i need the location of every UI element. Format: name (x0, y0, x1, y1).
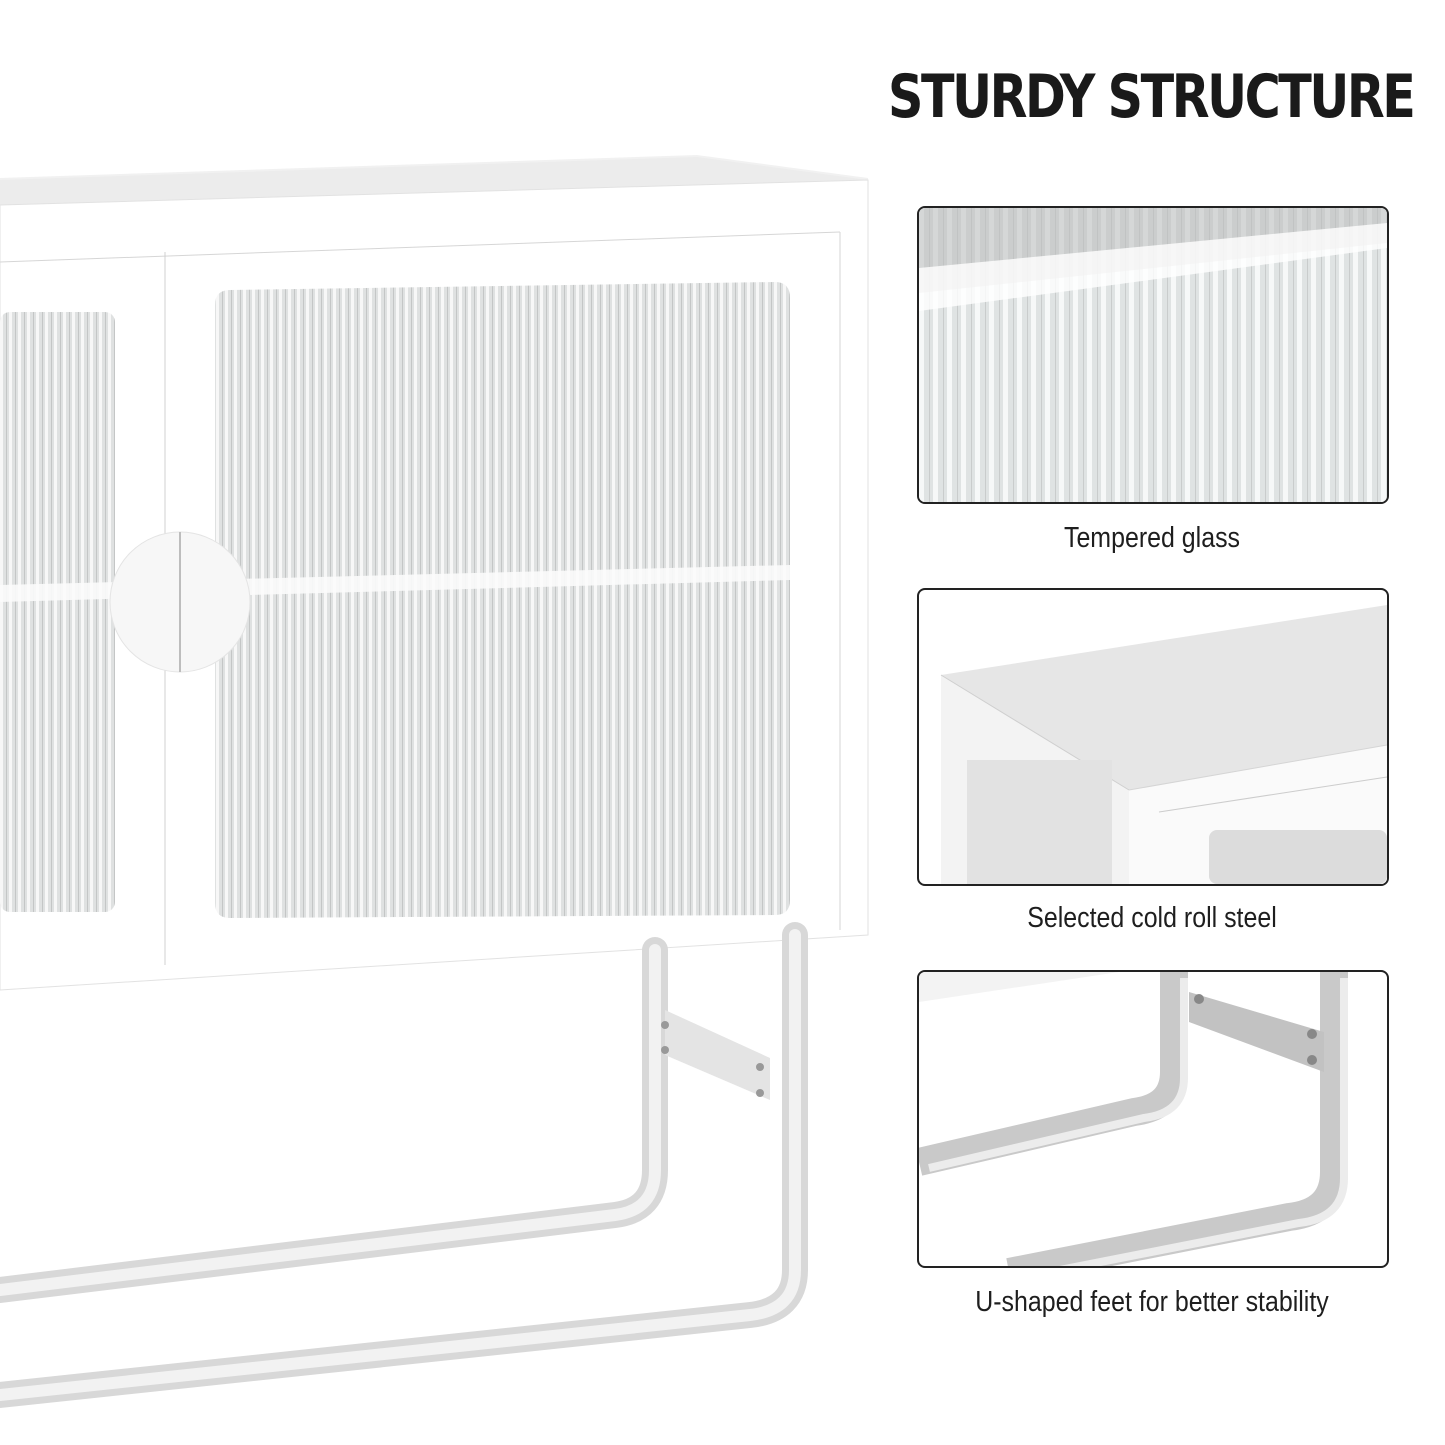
feature-panel-glass (917, 206, 1389, 504)
feature-panel-legs (917, 970, 1389, 1268)
page-title: STURDY STRUCTURE (888, 62, 1416, 132)
feature-caption-steel: Selected cold roll steel (1027, 902, 1277, 934)
feature-caption-glass: Tempered glass (1063, 522, 1241, 554)
left-door-glass (0, 312, 115, 912)
right-door-glass (215, 282, 790, 918)
u-shaped-leg-image (919, 972, 1348, 1266)
feature-panel-steel (917, 588, 1389, 886)
fluted-glass-image (919, 208, 1387, 502)
product-image-sideboard (0, 155, 869, 1408)
feature-caption-legs: U-shaped feet for better stability (975, 1286, 1329, 1318)
cabinet-corner-image (940, 605, 1387, 884)
